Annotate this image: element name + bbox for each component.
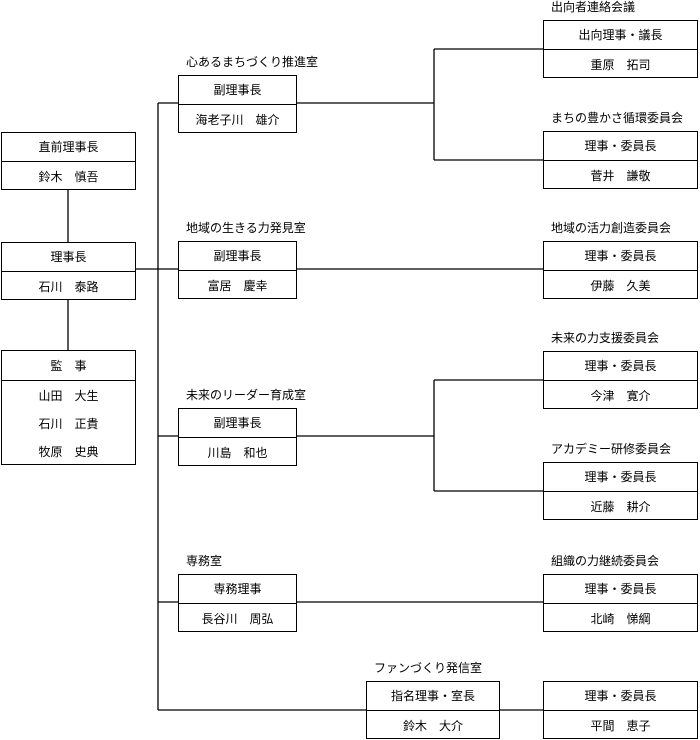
committee-4-name: 今津 寛介 bbox=[544, 380, 697, 410]
office-2-box: 副理事長 富居 慶幸 bbox=[178, 241, 297, 299]
former-president-box: 直前理事長 鈴木 慎吾 bbox=[1, 132, 136, 190]
committee-4-title: 未来の力支援委員会 bbox=[551, 331, 660, 345]
auditor-name-2: 石川 正貴 bbox=[38, 416, 99, 431]
committee-3-name: 伊藤 久美 bbox=[544, 270, 697, 300]
office-1-box: 副理事長 海老子川 雄介 bbox=[178, 75, 297, 133]
committee-4-role: 理事・委員長 bbox=[584, 359, 657, 373]
president-role: 理事長 bbox=[50, 250, 87, 264]
committee-3-box: 理事・委員長 伊藤 久美 bbox=[543, 241, 698, 299]
office-1-name: 海老子川 雄介 bbox=[179, 104, 296, 134]
office-5-name: 鈴木 大介 bbox=[367, 710, 499, 740]
committee-7-box: 理事・委員長 平間 恵子 bbox=[543, 681, 698, 739]
president-name: 石川 泰路 bbox=[2, 271, 135, 301]
office-3-name: 川島 和也 bbox=[179, 437, 296, 467]
office-3-box: 副理事長 川島 和也 bbox=[178, 408, 297, 466]
committee-5-box: 理事・委員長 近藤 耕介 bbox=[543, 462, 698, 520]
office-2-title: 地域の生きる力発見室 bbox=[186, 221, 306, 235]
office-5-title: ファンづくり発信室 bbox=[374, 661, 483, 675]
committee-2-role: 理事・委員長 bbox=[584, 139, 657, 153]
auditor-name-1: 山田 大生 bbox=[2, 380, 135, 410]
committee-2-box: 理事・委員長 菅井 謙敬 bbox=[543, 131, 698, 189]
auditor-name-3: 牧原 史典 bbox=[38, 444, 99, 459]
office-5-box: 指名理事・室長 鈴木 大介 bbox=[366, 681, 500, 739]
committee-1-role: 出向理事・議長 bbox=[578, 28, 663, 42]
office-1-title: 心あるまちづくり推進室 bbox=[186, 55, 319, 69]
committee-3-role: 理事・委員長 bbox=[584, 249, 657, 263]
auditors-role: 監 事 bbox=[50, 358, 87, 373]
committee-5-name: 近藤 耕介 bbox=[544, 491, 697, 521]
committee-6-role: 理事・委員長 bbox=[584, 582, 657, 596]
office-3-role: 副理事長 bbox=[213, 416, 262, 430]
committee-4-box: 理事・委員長 今津 寛介 bbox=[543, 351, 698, 409]
office-4-box: 専務理事 長谷川 周弘 bbox=[178, 574, 297, 632]
committee-1-title: 出向者連絡会議 bbox=[551, 0, 636, 14]
committee-1-box: 出向理事・議長 重原 拓司 bbox=[543, 20, 698, 78]
committee-1-name: 重原 拓司 bbox=[544, 49, 697, 79]
auditors-box: 監 事 山田 大生 石川 正貴 牧原 史典 bbox=[1, 350, 136, 465]
office-5-role: 指名理事・室長 bbox=[390, 689, 475, 703]
office-2-role: 副理事長 bbox=[213, 249, 262, 263]
committee-6-title: 組織の力継続委員会 bbox=[551, 554, 660, 568]
committee-3-title: 地域の活力創造委員会 bbox=[551, 221, 672, 235]
committee-6-name: 北崎 悌綱 bbox=[544, 603, 697, 633]
former-president-name: 鈴木 慎吾 bbox=[2, 161, 135, 191]
former-president-role: 直前理事長 bbox=[38, 140, 99, 154]
president-box: 理事長 石川 泰路 bbox=[1, 242, 136, 300]
office-3-title: 未来のリーダー育成室 bbox=[186, 388, 307, 402]
committee-7-name: 平間 恵子 bbox=[544, 710, 697, 740]
committee-5-title: アカデミー研修委員会 bbox=[551, 442, 672, 456]
office-4-role: 専務理事 bbox=[213, 582, 262, 596]
office-4-title: 専務室 bbox=[186, 554, 223, 568]
committee-7-role: 理事・委員長 bbox=[584, 689, 657, 703]
committee-2-name: 菅井 謙敬 bbox=[544, 160, 697, 190]
committee-2-title: まちの豊かさ循環委員会 bbox=[551, 111, 684, 125]
committee-6-box: 理事・委員長 北崎 悌綱 bbox=[543, 574, 698, 632]
office-1-role: 副理事長 bbox=[213, 83, 262, 97]
committee-5-role: 理事・委員長 bbox=[584, 470, 657, 484]
office-2-name: 富居 慶幸 bbox=[179, 270, 296, 300]
office-4-name: 長谷川 周弘 bbox=[179, 603, 296, 633]
